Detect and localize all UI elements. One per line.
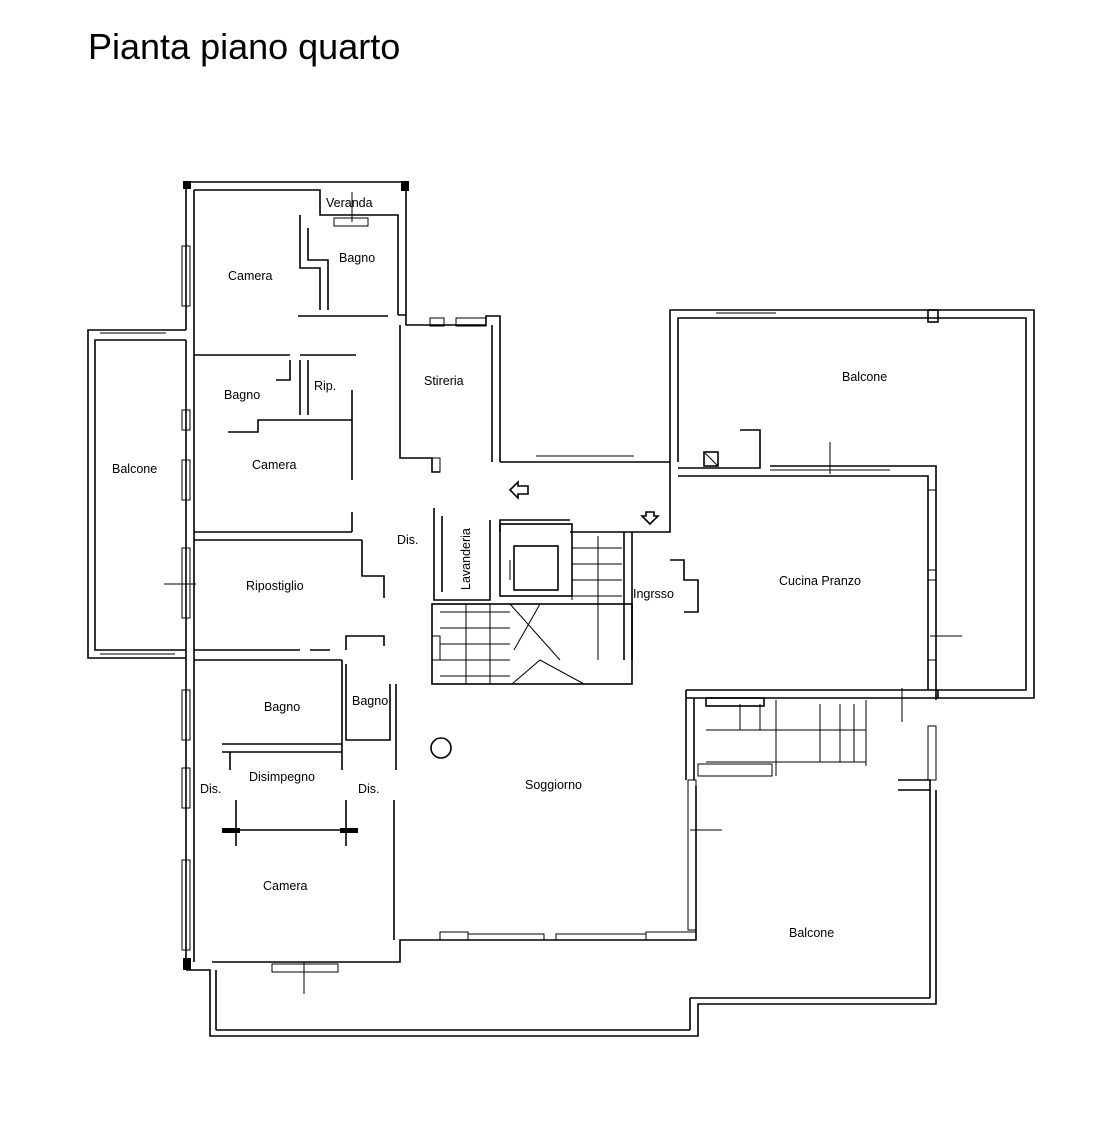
- label-stireria: Stireria: [424, 374, 464, 388]
- exterior-walls: [87, 181, 1035, 1037]
- label-dis-left: Dis.: [200, 782, 222, 796]
- label-balcone-bottom: Balcone: [789, 926, 834, 940]
- label-bagno-2: Bagno: [224, 388, 260, 402]
- label-disimpegno: Disimpegno: [249, 770, 315, 784]
- label-camera-top: Camera: [228, 269, 273, 283]
- label-dis-center: Dis.: [397, 533, 419, 547]
- label-balcone-left: Balcone: [112, 462, 157, 476]
- label-camera-2: Camera: [252, 458, 297, 472]
- label-dis-right: Dis.: [358, 782, 380, 796]
- label-lavanderia: Lavanderia: [459, 528, 473, 590]
- label-veranda: Veranda: [326, 196, 373, 210]
- label-soggiorno: Soggiorno: [525, 778, 582, 792]
- label-rip: Rip.: [314, 379, 336, 393]
- door-markers: [164, 192, 962, 994]
- room-labels: Veranda Bagno Camera Bagno Rip. Camera B…: [112, 196, 887, 940]
- label-bagno-3: Bagno: [264, 700, 300, 714]
- interior-walls: [194, 215, 699, 940]
- label-ingresso: Ingrsso: [633, 587, 674, 601]
- label-ripostiglio: Ripostiglio: [246, 579, 304, 593]
- label-camera-bottom: Camera: [263, 879, 308, 893]
- plan-title: Pianta piano quarto: [88, 26, 401, 67]
- label-bagno-4: Bagno: [352, 694, 388, 708]
- windows: [181, 217, 937, 973]
- label-cucina-pranzo: Cucina Pranzo: [779, 574, 861, 588]
- label-balcone-right: Balcone: [842, 370, 887, 384]
- stair-core: [430, 451, 867, 777]
- label-bagno-top: Bagno: [339, 251, 375, 265]
